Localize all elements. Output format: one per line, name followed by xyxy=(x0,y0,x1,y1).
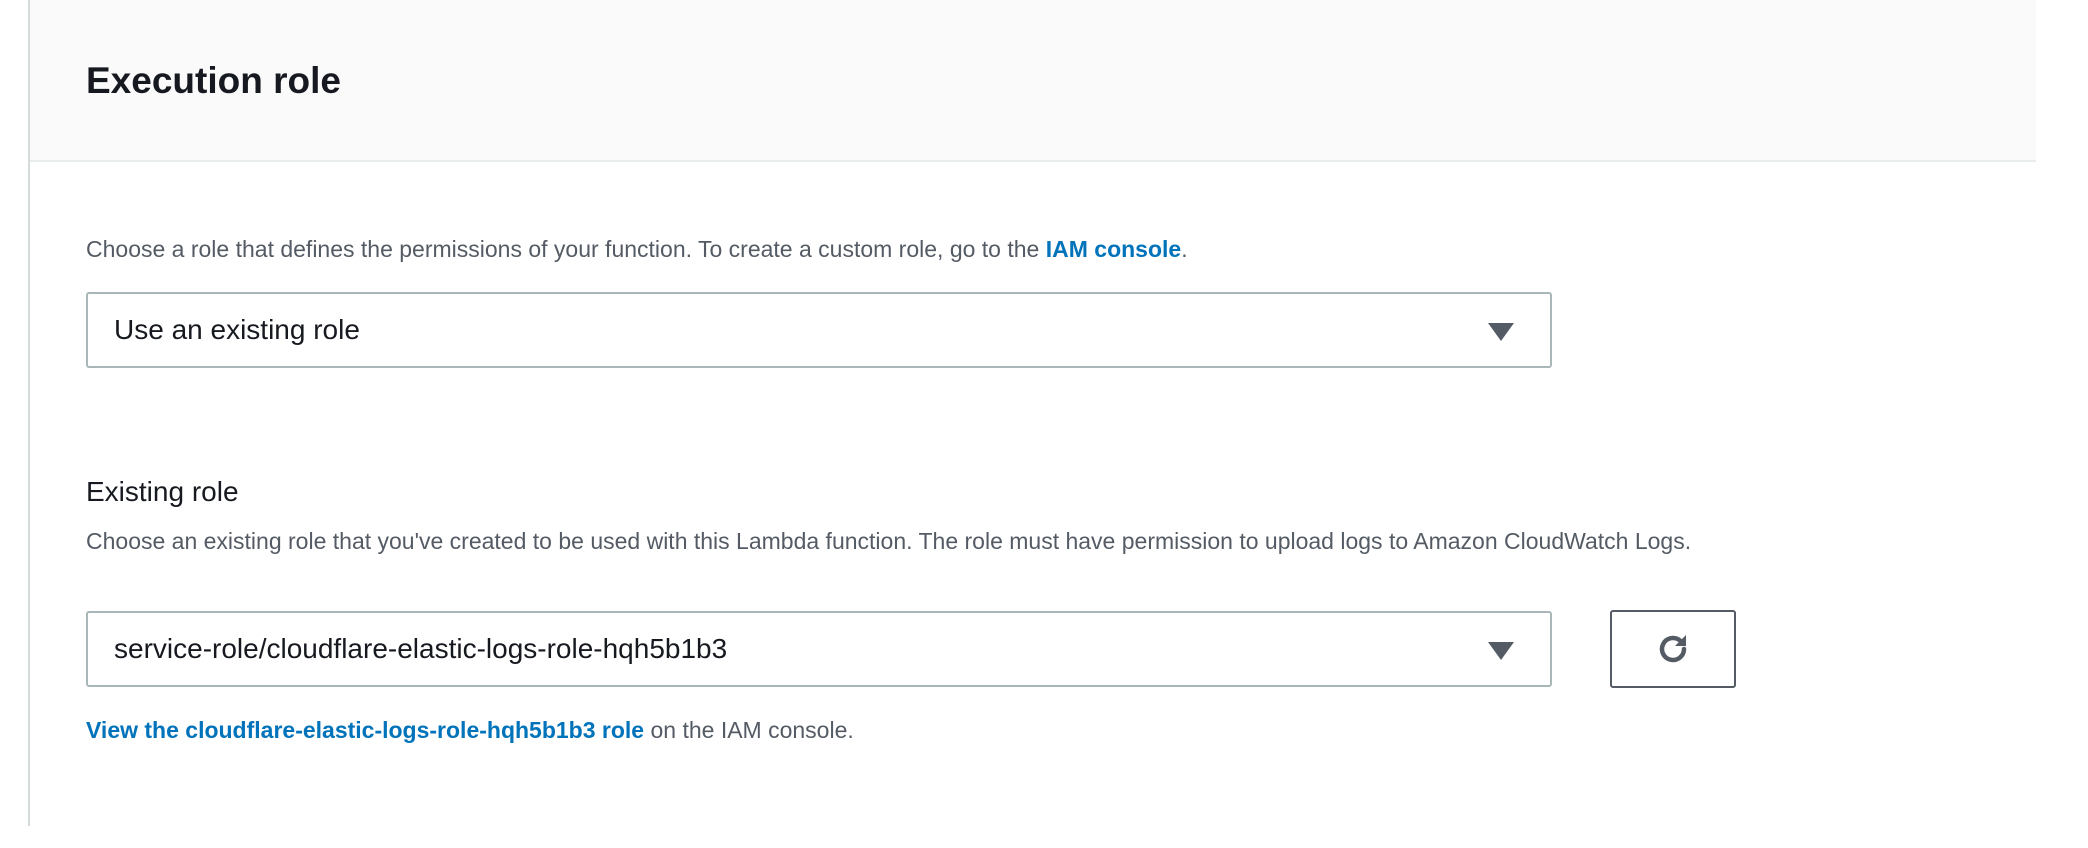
existing-role-select[interactable]: service-role/cloudflare-elastic-logs-rol… xyxy=(86,611,1552,687)
section-title: Execution role xyxy=(86,60,341,101)
caret-down-icon xyxy=(1488,642,1514,660)
existing-role-value: service-role/cloudflare-elastic-logs-rol… xyxy=(114,633,728,664)
description-period: . xyxy=(1181,236,1188,262)
view-role-suffix: on the IAM console. xyxy=(644,717,854,743)
description-text: Choose a role that defines the permissio… xyxy=(86,236,1046,262)
caret-down-icon xyxy=(1488,323,1514,341)
execution-role-panel: Execution role Choose a role that define… xyxy=(28,0,2036,826)
view-role-link[interactable]: View the cloudflare-elastic-logs-role-hq… xyxy=(86,717,645,743)
existing-role-label: Existing role xyxy=(86,476,239,507)
iam-console-link[interactable]: IAM console xyxy=(1045,236,1182,262)
role-description: Choose a role that defines the permissio… xyxy=(86,232,1188,266)
panel-header: Execution role xyxy=(30,0,2036,162)
refresh-button[interactable] xyxy=(1610,610,1736,688)
existing-role-description: Choose an existing role that you've crea… xyxy=(86,528,1692,554)
role-type-value: Use an existing role xyxy=(114,314,360,345)
view-role-line: View the cloudflare-elastic-logs-role-hq… xyxy=(86,713,854,747)
refresh-icon xyxy=(1659,635,1687,663)
role-type-select[interactable]: Use an existing role xyxy=(86,292,1552,368)
